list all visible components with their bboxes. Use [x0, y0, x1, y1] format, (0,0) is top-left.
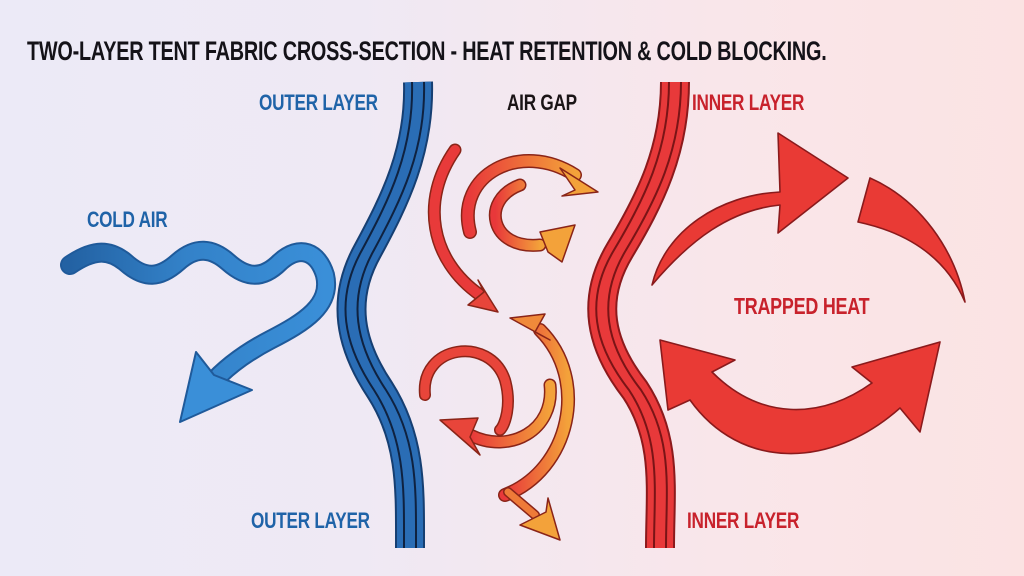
inner-layer-label-bottom: INNER LAYER — [687, 508, 800, 533]
outer-fabric-layer-icon — [336, 81, 434, 549]
outer-layer-label-bottom: OUTER LAYER — [251, 508, 370, 533]
air-gap-circulation-arrows-icon — [418, 143, 599, 541]
cold-air-wave-arrow-icon — [60, 240, 337, 423]
cold-air-label: COLD AIR — [87, 207, 168, 232]
outer-layer-label-top: OUTER LAYER — [259, 90, 378, 115]
trapped-heat-label: TRAPPED HEAT — [734, 293, 870, 319]
diagram-title: TWO-LAYER TENT FABRIC CROSS-SECTION - HE… — [27, 36, 827, 66]
inner-layer-label-top: INNER LAYER — [692, 90, 805, 115]
trapped-heat-cycle-arrows-icon — [651, 132, 966, 455]
inner-fabric-layer-icon — [587, 81, 690, 549]
air-gap-label: AIR GAP — [507, 90, 577, 115]
